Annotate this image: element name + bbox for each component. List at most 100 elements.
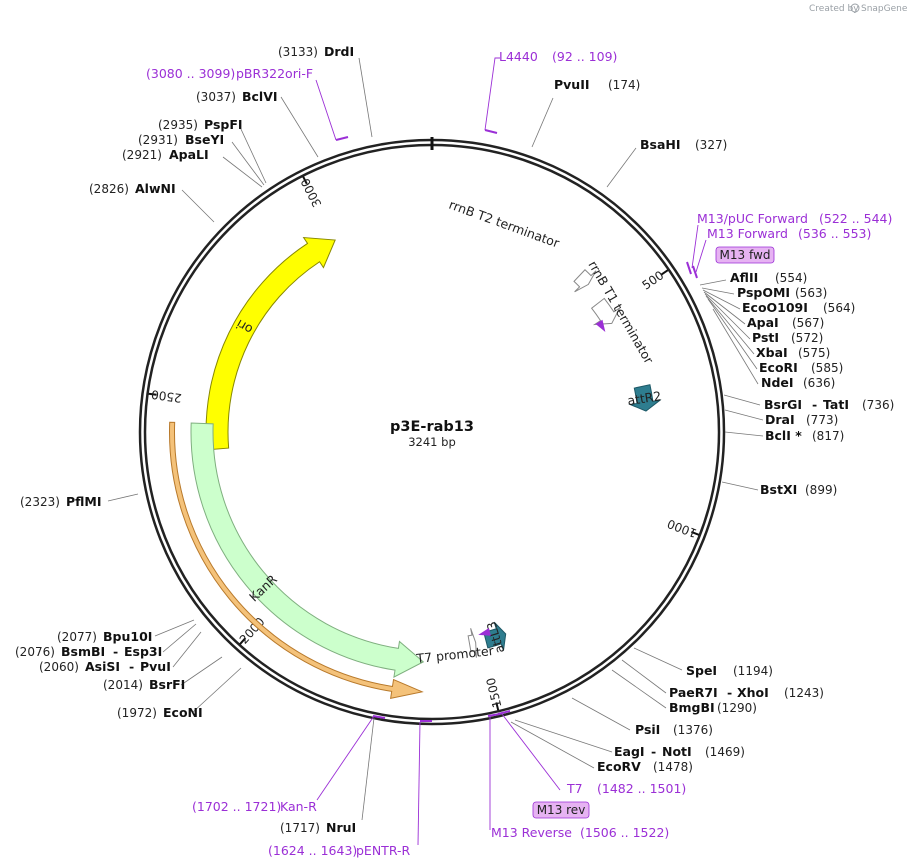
enzyme-xbai-pos: (575) [798,346,830,360]
enzyme-leaders-right [510,97,764,769]
credit-text: Created by [809,4,859,14]
feature-attr2-arrow [628,384,662,412]
primer-arrow-m13fwd [595,319,606,333]
enzyme-esp3i: Esp3I [124,644,162,659]
enzyme-eagi-pos: (1469) [705,745,745,759]
enzyme-econi: EcoNI [163,705,203,720]
primer-pbr322ori-f-range: (3080 .. 3099) [146,66,235,81]
enzyme-bclvi: BclVI [242,89,278,104]
primer-kan-r-range: (1702 .. 1721) [192,799,281,814]
enzyme-spei: SpeI [686,663,717,678]
primer-l4440: L4440 [499,49,538,64]
enzyme-nrui: NruI [326,820,356,835]
primer-pentr-r: pENTR-R [356,843,411,858]
tick-label: 2500 [150,387,182,405]
enzyme-econi-pos: (1972) [117,706,157,720]
feature-t7promoter-arrow [467,628,477,658]
enzyme-alwni: AlwNI [135,181,176,196]
feature-ori-arrow [205,236,336,451]
tick-mark [495,702,500,711]
enzyme-psii: PsiI [635,722,660,737]
primer-pentr-r-range: (1624 .. 1643) [268,843,357,858]
tick-mark [302,176,308,185]
tick-label: 1000 [665,516,699,540]
primer-arrow-t7 [478,628,491,636]
primer-t7: T7 [566,781,583,796]
enzyme-bsrgi-pos: (736) [862,398,894,412]
enzyme-pspfi-pos: (2935) [158,118,198,132]
feature-attr2-label: attR2 [626,388,662,408]
enzyme-bclvi-pos: (3037) [196,90,236,104]
enzymes-left: (3133) DrdI (3037) BclVI (2935) PspFI (2… [15,44,356,835]
enzyme-bseyi-pos: (2931) [138,133,178,147]
enzyme-apali-pos: (2921) [122,148,162,162]
enzyme-ecorv: EcoRV [597,759,641,774]
primer-m13puc-forward: M13/pUC Forward [697,211,808,226]
enzyme-ndei: NdeI [761,375,794,390]
enzyme-paer7i: PaeR7I [669,685,718,700]
enzyme-bpu10i: Bpu10I [103,629,152,644]
enzyme-pvui: PvuI [140,659,171,674]
enzyme-ecoo109i: EcoO109I [742,300,808,315]
primer-m13-reverse: M13 Reverse [491,825,572,840]
enzyme-eagi: EagI [614,744,645,759]
enzyme-psti: PstI [752,330,779,345]
enzyme-bsrfi: BsrFI [149,677,185,692]
tick-label: 3000 [298,176,324,210]
enzyme-separator: - [129,659,134,674]
enzyme-noti: NotI [662,744,692,759]
enzyme-aflii-pos: (554) [775,271,807,285]
enzyme-pspomi-pos: (563) [795,286,827,300]
enzyme-ecori-pos: (585) [811,361,843,375]
primer-l4440-range: (92 .. 109) [552,49,617,64]
enzyme-bcli-pos: (817) [812,429,844,443]
enzyme-xbai: XbaI [756,345,788,360]
tick-mark [148,392,157,396]
snapgene-credit: Created by SnapGene [809,3,907,14]
tick-mark [660,269,669,276]
enzyme-aflii: AflII [730,270,758,285]
enzyme-pvuii-pos: (174) [608,78,640,92]
enzyme-separator: - [727,685,732,700]
enzyme-drai: DraI [765,412,795,427]
enzyme-psti-pos: (572) [791,331,823,345]
enzyme-separator: - [113,644,118,659]
snapgene-logo-icon [850,3,860,13]
enzyme-ecoo109i-pos: (564) [823,301,855,315]
tick-mark [239,637,247,645]
enzyme-separator: - [651,744,656,759]
enzyme-apali: ApaLI [169,147,209,162]
enzyme-ecori: EcoRI [759,360,798,375]
enzyme-pspfi: PspFI [204,117,243,132]
plasmid-length: 3241 bp [408,435,456,449]
enzyme-bmgbi: BmgBI [669,700,715,715]
enzyme-bsmbi-pos: (2076) [15,645,55,659]
enzyme-ecorv-pos: (1478) [653,760,693,774]
enzyme-asisi: AsiSI [85,659,120,674]
enzyme-alwni-pos: (2826) [89,182,129,196]
enzyme-drai-pos: (773) [806,413,838,427]
enzyme-apai-pos: (567) [792,316,824,330]
enzyme-bseyi: BseYI [185,132,224,147]
primer-marks [335,129,698,722]
enzyme-paer7i-pos: (1243) [784,686,824,700]
enzyme-asisi-pos: (2060) [39,660,79,674]
enzyme-bstxi-pos: (899) [805,483,837,497]
enzyme-drdi-pos: (3133) [278,45,318,59]
primer-m13puc-forward-range: (522 .. 544) [819,211,892,226]
feature-kanr-arrow [190,422,425,678]
primer-m13-forward: M13 Forward [707,226,788,241]
credit-brand: SnapGene [861,4,907,14]
feature-rrnbt2-label: rrnB T2 terminator [447,197,562,251]
m13-fwd-box: M13 fwd [715,246,775,264]
feature-rrnbt2-arrow [573,269,597,293]
feature-kanr-highlight [169,421,424,699]
enzyme-bcli: BclI * [765,428,802,443]
enzyme-bsrgi: BsrGI [764,397,802,412]
enzymes-right: PvuII (174) BsaHI (327) AflII (554) PspO… [554,77,894,774]
primer-m13-reverse-range: (1506 .. 1522) [580,825,669,840]
enzyme-separator: - [812,397,817,412]
plasmid-name: p3E-rab13 [390,419,474,435]
